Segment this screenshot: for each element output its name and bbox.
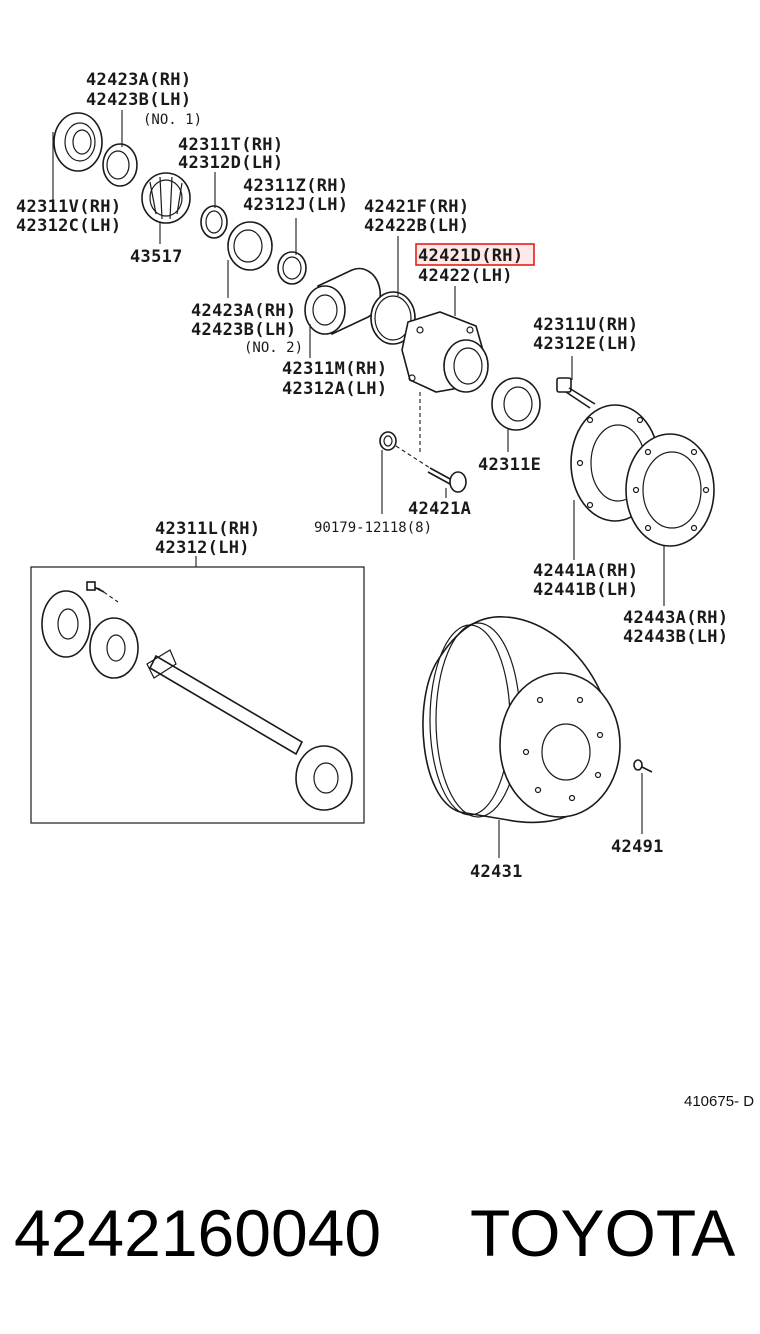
label-42422: 42422(LH) xyxy=(418,266,513,286)
label-42312e: 42312E(LH) xyxy=(533,334,638,354)
label-42423b-no2: 42423B(LH) xyxy=(191,320,296,340)
bearing-retainer-42421d xyxy=(401,311,489,393)
label-42312c: 42312C(LH) xyxy=(16,216,121,236)
alignment-line xyxy=(395,445,431,469)
brake-disc-42431 xyxy=(422,616,621,824)
label-42311e: 42311E xyxy=(478,455,541,475)
label-42421a: 42421A xyxy=(408,499,471,519)
label-42312a: 42312A(LH) xyxy=(282,379,387,399)
label-42423b-no1: 42423B(LH) xyxy=(86,90,191,110)
label-90179: 90179-12118(8) xyxy=(314,520,432,536)
label-42421d-highlighted: 42421D(RH) xyxy=(418,246,523,266)
figure-code: 410675- D xyxy=(684,1093,754,1110)
label-42311t: 42311T(RH) xyxy=(178,135,283,155)
label-42311v: 42311V(RH) xyxy=(16,197,121,217)
label-no2: (NO. 2) xyxy=(244,340,303,356)
label-42311l: 42311L(RH) xyxy=(155,519,260,539)
label-42421f: 42421F(RH) xyxy=(364,197,469,217)
screw-42491 xyxy=(633,759,653,773)
label-42311m: 42311M(RH) xyxy=(282,359,387,379)
label-42312d: 42312D(LH) xyxy=(178,153,283,173)
oil-seal-42311e xyxy=(491,377,541,431)
label-42443b: 42443B(LH) xyxy=(623,627,728,647)
label-42441b: 42441B(LH) xyxy=(533,580,638,600)
bearing-cup-42423a-no1 xyxy=(102,143,138,187)
label-42422b: 42422B(LH) xyxy=(364,216,469,236)
highlight-box xyxy=(415,243,535,266)
label-42312j: 42312J(LH) xyxy=(243,195,348,215)
label-42423a-no1: 42423A(RH) xyxy=(86,70,191,90)
hub-bolt-42311u xyxy=(556,377,596,409)
bearing-cup-42423a-no2 xyxy=(227,221,273,271)
leader-lines xyxy=(52,110,665,858)
alignment-line xyxy=(97,587,119,603)
label-42312: 42312(LH) xyxy=(155,538,250,558)
label-42431: 42431 xyxy=(470,862,523,882)
label-42311u: 42311U(RH) xyxy=(533,315,638,335)
part-number: 4242160040 xyxy=(14,1196,381,1270)
label-42311z: 42311Z(RH) xyxy=(243,176,348,196)
axle-shaft-42311l xyxy=(41,581,353,811)
o-ring-42421f xyxy=(370,291,416,345)
brand-name: TOYOTA xyxy=(470,1196,735,1270)
bearing-42311m xyxy=(304,267,381,336)
label-no1: (NO. 1) xyxy=(143,112,202,128)
label-42443a: 42443A(RH) xyxy=(623,608,728,628)
snap-ring-42311z xyxy=(277,251,307,285)
oil-seal-42311v xyxy=(53,112,103,172)
label-42423a-no2: 42423A(RH) xyxy=(191,301,296,321)
gasket-42443a xyxy=(625,433,715,547)
roller-bearing-43517 xyxy=(141,172,191,224)
snap-ring-42311t xyxy=(200,205,228,239)
label-43517: 43517 xyxy=(130,247,183,267)
bolt-42421a xyxy=(427,467,467,493)
label-42491: 42491 xyxy=(611,837,664,857)
nut-90179 xyxy=(379,431,397,451)
label-42441a: 42441A(RH) xyxy=(533,561,638,581)
axle-shaft-box xyxy=(30,566,365,824)
